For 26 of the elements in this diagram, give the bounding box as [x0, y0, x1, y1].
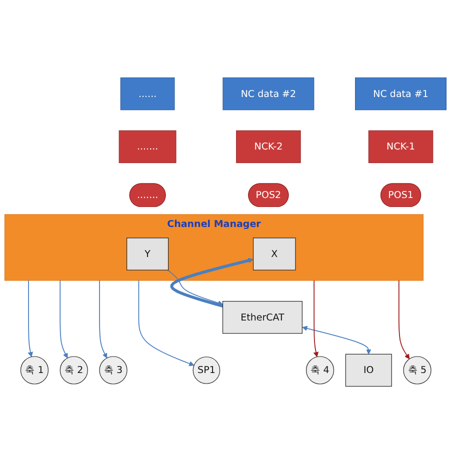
node-box — [222, 78, 314, 111]
arrow — [138, 280, 194, 367]
arrow — [313, 280, 319, 358]
node-box — [118, 130, 176, 164]
node-circle — [192, 357, 220, 384]
node-circle — [20, 356, 49, 385]
arrow — [28, 280, 33, 358]
node-box — [355, 78, 447, 111]
node-box — [236, 130, 301, 164]
node-box — [253, 238, 296, 271]
node-box — [120, 78, 175, 111]
arrow — [170, 258, 254, 308]
arrow — [60, 280, 68, 359]
node-box — [126, 238, 169, 271]
arrow — [167, 270, 223, 306]
node-circle — [99, 356, 128, 385]
cluster — [4, 214, 424, 282]
node-box — [345, 354, 392, 388]
arrow — [398, 280, 410, 360]
node-box — [368, 130, 434, 164]
arrow — [302, 326, 372, 355]
node-circle — [60, 356, 88, 385]
node-box — [222, 301, 302, 334]
node-circle — [306, 356, 334, 385]
arrow — [99, 280, 108, 359]
node-circle — [403, 356, 432, 385]
